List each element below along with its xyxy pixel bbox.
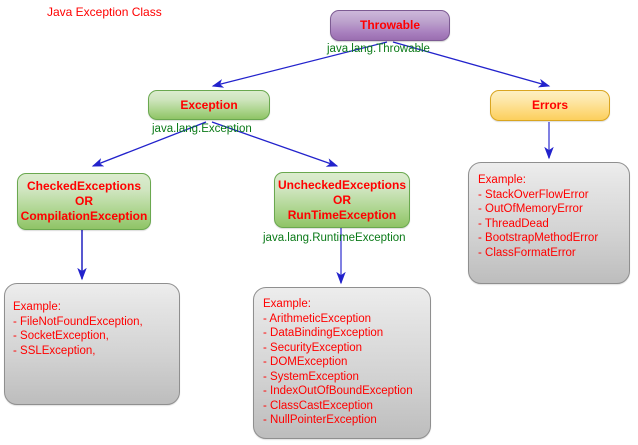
list-item: - NullPointerException (263, 414, 377, 426)
list-item: - DOMException (263, 356, 348, 368)
annotation-throwable-fqn: java.lang.Throwable (327, 43, 430, 55)
examples-unchecked-box: Example: - ArithmeticException - DataBin… (253, 287, 431, 439)
list-item: - StackOverFlowError (478, 188, 589, 201)
list-item: - BootstrapMethodError (478, 232, 599, 244)
list-item: - SecurityException (263, 341, 363, 354)
examples-checked-heading: Example: (13, 301, 61, 313)
list-item: - OutOfMemoryError (478, 203, 583, 215)
node-checked-line-3: CompilationException (20, 209, 148, 223)
list-item: - FileNotFoundException, (13, 315, 143, 328)
node-unchecked-line-3: RunTimeException (287, 207, 397, 222)
list-item: - DataBindingException (263, 327, 384, 339)
node-throwable-label: Throwable (359, 18, 420, 32)
node-throwable[interactable]: Throwable (330, 10, 450, 41)
list-item: - IndexOutOfBoundException (263, 385, 413, 397)
node-exception-label: Exception (180, 97, 238, 112)
list-item: - ClassFormatError (478, 246, 576, 259)
page-title: Java Exception Class (47, 5, 162, 19)
list-item: - SSLException, (13, 344, 96, 357)
node-checked-exceptions[interactable]: CheckedExceptions OR CompilationExceptio… (17, 173, 151, 230)
node-unchecked-line-1: UncheckedExceptions (277, 177, 407, 192)
list-item: - ThreadDead (478, 217, 549, 230)
node-errors-label: Errors (531, 98, 569, 112)
node-checked-line-1: CheckedExceptions (26, 179, 142, 193)
node-errors[interactable]: Errors (490, 90, 610, 121)
node-unchecked-exceptions[interactable]: UncheckedExceptions OR RunTimeException (274, 172, 410, 228)
list-item: - ClassCastException (263, 399, 373, 412)
node-exception[interactable]: Exception (148, 90, 270, 120)
list-item: - SystemException (263, 370, 359, 383)
list-item: - SocketException, (13, 330, 109, 342)
node-checked-line-2: OR (75, 194, 93, 208)
annotation-exception-fqn: java.lang.Exception (152, 123, 252, 135)
list-item: - ArithmeticException (263, 312, 372, 325)
examples-checked-box: Example: - FileNotFoundException, - Sock… (4, 283, 180, 405)
annotation-runtime-fqn: java.lang.RuntimeException (263, 232, 406, 244)
node-unchecked-line-2: OR (333, 192, 351, 207)
examples-errors-box: Example: - StackOverFlowError - OutOfMem… (468, 162, 630, 284)
examples-unchecked-heading: Example: (263, 298, 311, 310)
examples-errors-heading: Example: (478, 174, 526, 186)
